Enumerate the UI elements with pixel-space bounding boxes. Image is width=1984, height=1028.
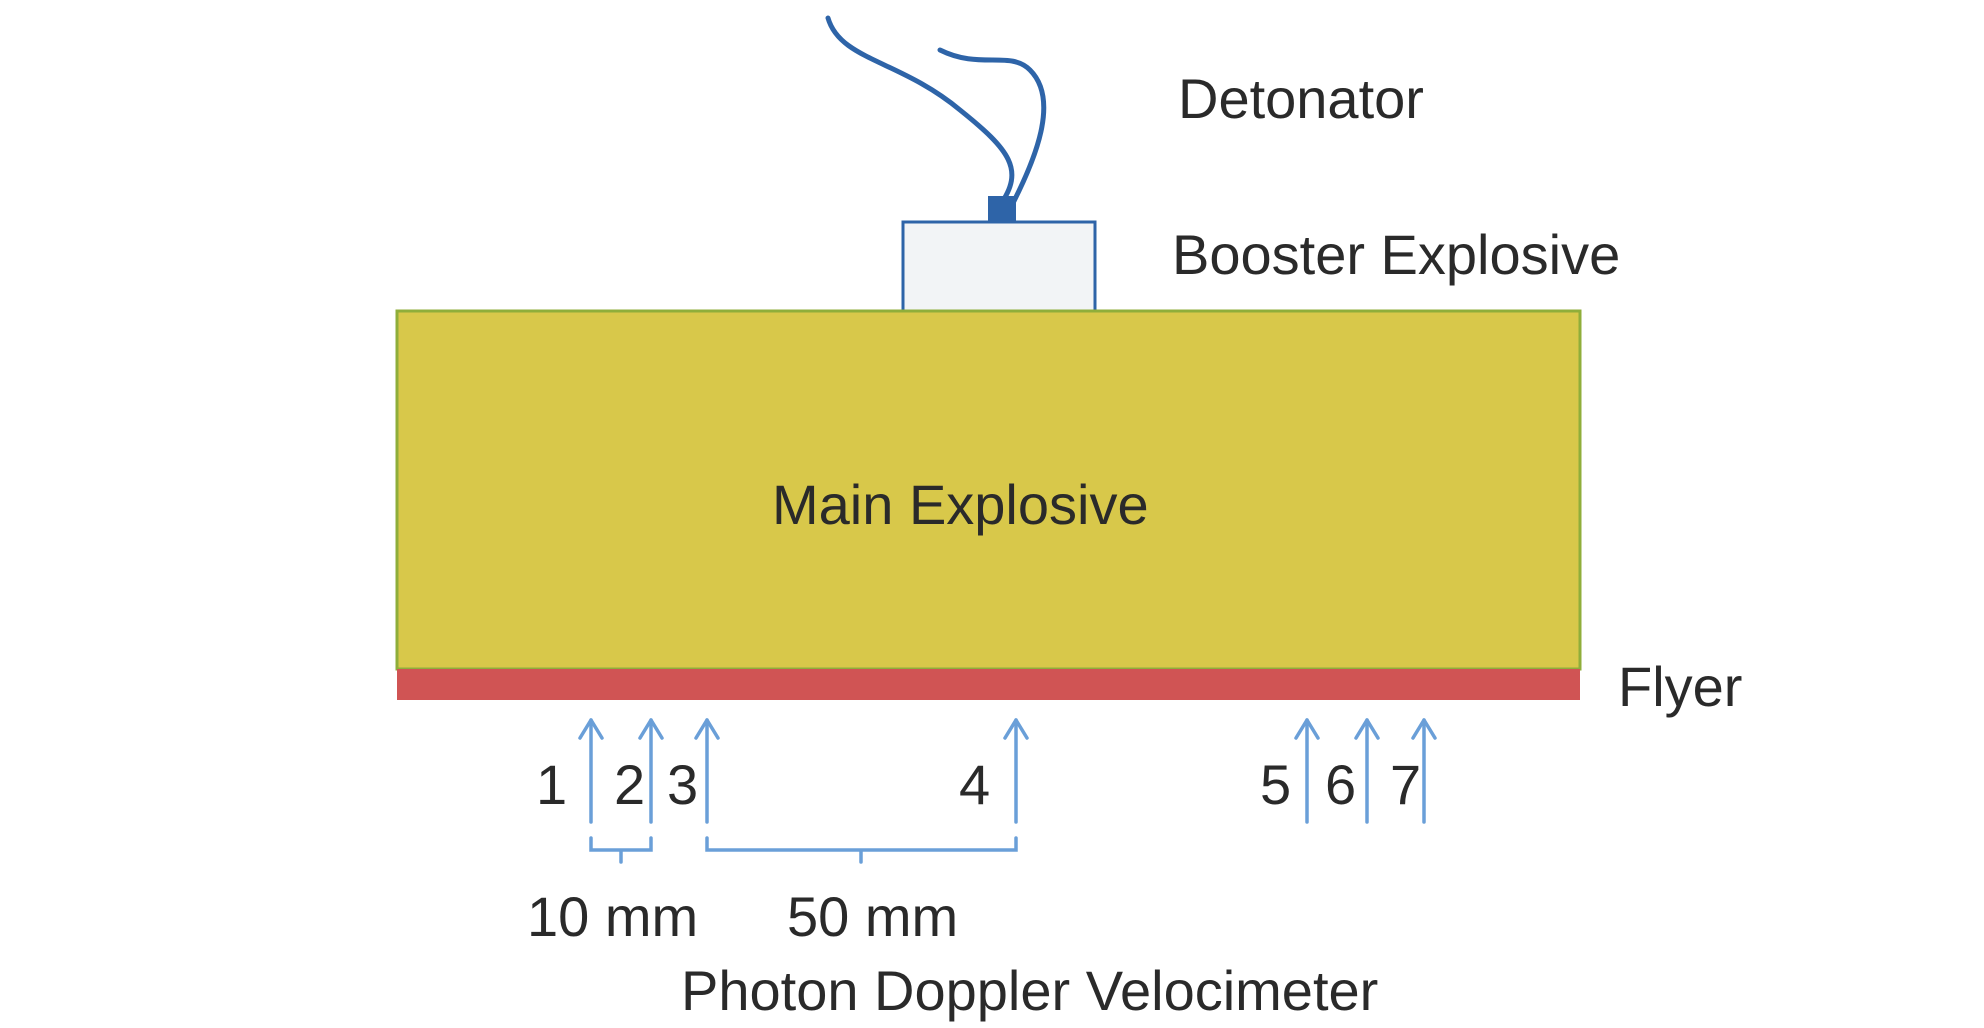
spacing-label-50mm: 50 mm xyxy=(787,885,958,948)
detonator-wire xyxy=(825,15,1015,208)
flyer-plate xyxy=(397,669,1580,700)
detonator-cap xyxy=(988,196,1016,222)
booster-label: Booster Explosive xyxy=(1172,223,1620,286)
probe-arrow-4 xyxy=(1003,718,1029,824)
probe-arrow-3 xyxy=(694,718,720,824)
spacing-bracket-10mm xyxy=(589,836,653,864)
probe-arrow-2 xyxy=(638,718,664,824)
probe-label-4: 4 xyxy=(959,753,990,816)
probe-label-7: 7 xyxy=(1390,753,1421,816)
probe-label-6: 6 xyxy=(1325,753,1356,816)
velocimeter-label: Photon Doppler Velocimeter xyxy=(681,959,1378,1022)
probe-arrow-1 xyxy=(578,718,604,824)
probe-arrow-7 xyxy=(1411,718,1437,824)
probe-arrow-6 xyxy=(1354,718,1380,824)
detonator-wire-return xyxy=(937,47,1047,208)
detonator-label: Detonator xyxy=(1178,67,1424,130)
probe-label-1: 1 xyxy=(536,753,567,816)
spacing-bracket-50mm xyxy=(705,836,1018,864)
probe-label-5: 5 xyxy=(1260,753,1291,816)
booster-explosive xyxy=(901,220,1097,313)
probe-label-3: 3 xyxy=(667,753,698,816)
probe-arrows xyxy=(578,718,1437,824)
main-explosive xyxy=(395,309,1582,671)
probe-arrow-5 xyxy=(1294,718,1320,824)
probe-label-2: 2 xyxy=(614,753,645,816)
flyer-label: Flyer xyxy=(1618,655,1742,718)
spacing-label-10mm: 10 mm xyxy=(527,885,698,948)
main-explosive-label: Main Explosive xyxy=(772,473,1149,536)
